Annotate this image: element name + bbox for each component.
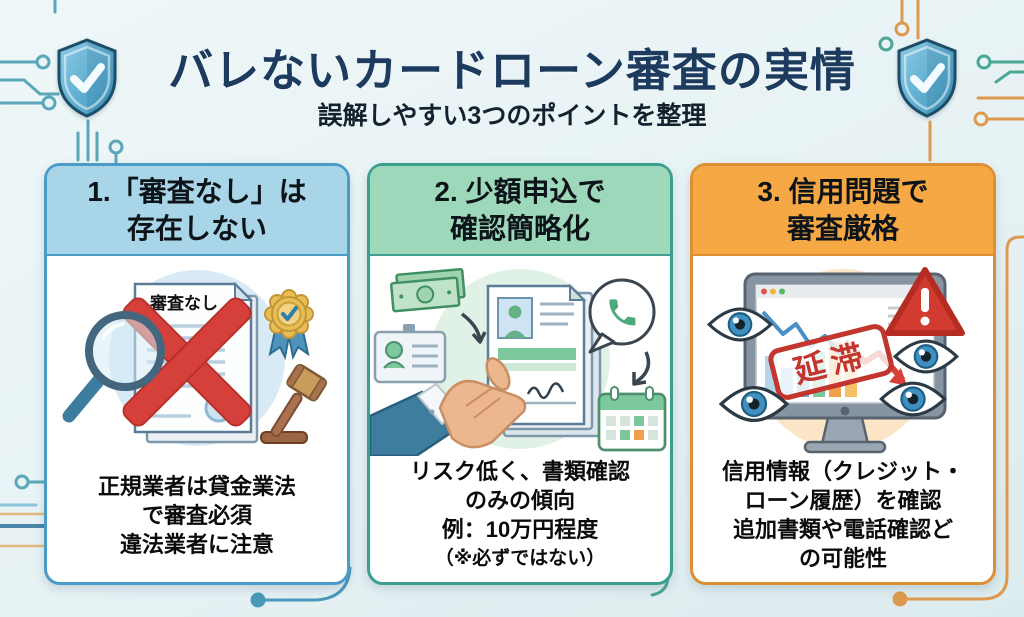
panel3-header-line1: 3. 信用問題で xyxy=(757,176,929,207)
panel-body-line: ローン履歴）を確認 xyxy=(744,488,942,513)
panel-body-line: 違法業者に注意 xyxy=(119,531,274,557)
panel-body-line: リスク低く、書類確認 xyxy=(409,459,630,484)
panel1-illustration: 審査なし xyxy=(47,256,347,456)
warning-triangle-icon xyxy=(885,267,965,336)
phone-call-icon xyxy=(588,278,656,354)
page-title: バレないカードローン審査の実情 xyxy=(168,45,856,96)
panel2-header-line1: 2. 少額申込で xyxy=(434,176,606,207)
hand-icon xyxy=(370,357,527,456)
panel-body-line: の可能性 xyxy=(798,546,887,571)
panel-body-line: 追加書類や電話確認ど xyxy=(732,517,953,542)
panel3-header-line2: 審査厳格 xyxy=(786,213,899,244)
magnifier-icon xyxy=(62,311,165,423)
panel1-header: 1.「審査なし」は 存在しない xyxy=(47,166,347,256)
panel-body-line: （※必ずではない） xyxy=(434,548,606,569)
panel3-header: 3. 信用問題で 審査厳格 xyxy=(693,166,993,256)
panel2-header: 2. 少額申込で 確認簡略化 xyxy=(370,166,670,256)
panel3-illustration: 延滞 xyxy=(693,256,993,456)
panel1-header-line1: 1.「審査なし」は xyxy=(87,176,307,207)
panel2-header-line2: 確認簡略化 xyxy=(449,213,590,244)
panel2-illustration xyxy=(370,256,670,456)
calendar-icon xyxy=(597,386,667,452)
panel-body-line: 例：10万円程度 xyxy=(441,517,599,542)
panel-body-line: のみの傾向 xyxy=(464,488,575,513)
panel-body-line: で審査必須 xyxy=(141,502,252,528)
panel3-body-text: 信用情報（クレジット・ ローン履歴）を確認 追加書類や電話確認ど の可能性 xyxy=(698,456,988,574)
money-icon xyxy=(390,268,466,313)
panel-body-line: 正規業者は貸金業法 xyxy=(97,473,296,499)
panel-body-line: 信用情報（クレジット・ xyxy=(721,459,964,484)
delinquency-stamp-icon: 延滞 xyxy=(768,324,894,400)
arrow-curve-icon xyxy=(632,351,651,386)
panel2-body-text: リスク低く、書類確認 のみの傾向 例：10万円程度 （※必ずではない） xyxy=(375,456,665,574)
document-label: 審査なし xyxy=(149,293,218,313)
panel1-header-line2: 存在しない xyxy=(126,213,267,244)
page-subtitle: 誤解しやすい3つのポイントを整理 xyxy=(317,102,707,130)
shield-check-icon xyxy=(897,38,957,118)
panel-no-screening: 1.「審査なし」は 存在しない xyxy=(44,163,350,585)
award-badge-icon xyxy=(264,289,314,361)
panel-small-amount: 2. 少額申込で 確認簡略化 xyxy=(367,163,673,585)
id-card-icon xyxy=(373,324,447,384)
shield-check-icon xyxy=(57,38,117,118)
application-documents-icon xyxy=(486,283,602,438)
gavel-icon xyxy=(260,363,328,444)
arrow-down-icon xyxy=(460,312,487,344)
panel1-body-text: 正規業者は貸金業法 で審査必須 違法業者に注意 xyxy=(52,456,342,574)
panel-credit-problem: 3. 信用問題で 審査厳格 xyxy=(690,163,996,585)
